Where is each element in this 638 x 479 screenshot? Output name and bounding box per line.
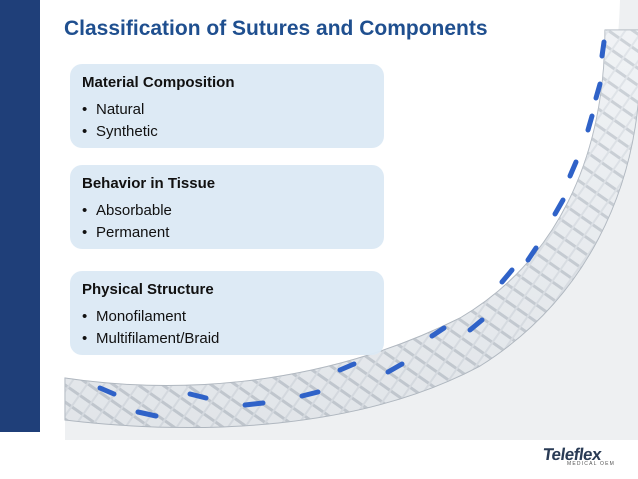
list-item: Natural <box>82 99 372 121</box>
page-title: Classification of Sutures and Components <box>64 17 488 40</box>
teleflex-logo: Teleflex MEDICAL OEM <box>542 445 619 469</box>
classification-card-behavior: Behavior in Tissue Absorbable Permanent <box>70 165 384 249</box>
card-bullet-list: Absorbable Permanent <box>82 200 372 244</box>
list-item: Monofilament <box>82 306 372 328</box>
card-heading: Physical Structure <box>82 281 214 298</box>
list-item: Absorbable <box>82 200 372 222</box>
card-bullet-list: Natural Synthetic <box>82 99 372 143</box>
logo-tagline: MEDICAL OEM <box>567 461 616 467</box>
card-heading: Behavior in Tissue <box>82 175 216 192</box>
list-item: Synthetic <box>82 121 372 143</box>
left-accent-bar <box>0 0 40 432</box>
list-item: Multifilament/Braid <box>82 328 372 350</box>
list-item: Permanent <box>82 222 372 244</box>
card-heading: Material Composition <box>82 74 235 91</box>
card-bullet-list: Monofilament Multifilament/Braid <box>82 306 372 350</box>
classification-card-structure: Physical Structure Monofilament Multifil… <box>70 271 384 355</box>
classification-card-material: Material Composition Natural Synthetic <box>70 64 384 148</box>
